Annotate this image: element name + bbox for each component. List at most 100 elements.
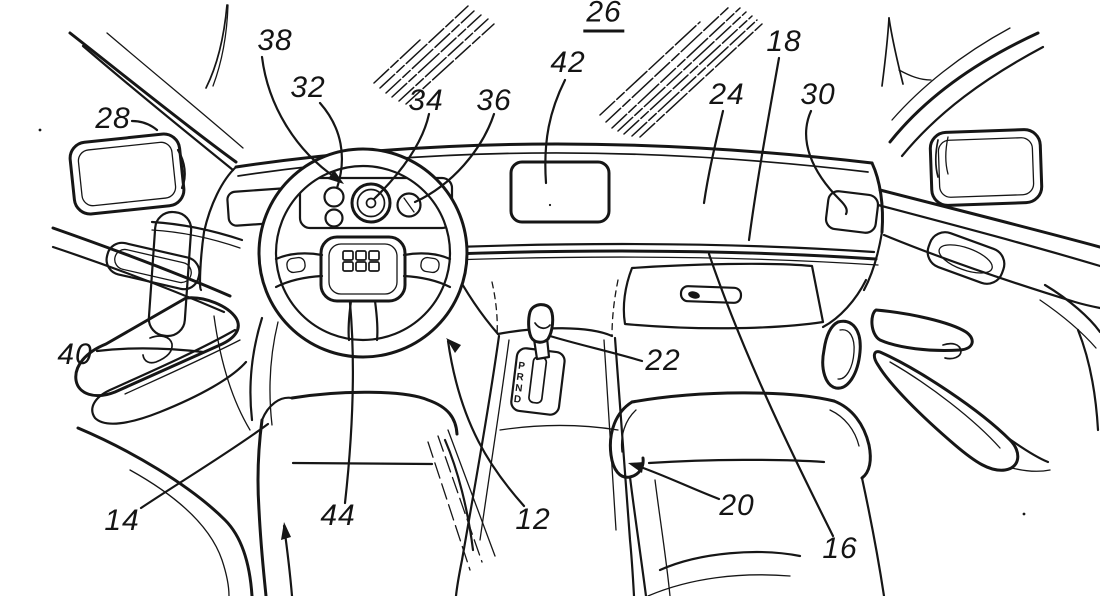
left-door-panel (51, 226, 248, 425)
hub-buttons (342, 250, 380, 272)
ink-speck (548, 203, 552, 207)
cluster-button-bottom (324, 208, 344, 228)
drawing-stroke (1011, 467, 1051, 472)
drawing-stroke (623, 15, 753, 135)
drawing-stroke (829, 409, 860, 447)
gear-letter-R: R (516, 372, 525, 384)
arrowhead-12 (446, 338, 461, 353)
drawing-stroke (365, 197, 377, 209)
ref-label-32: 32 (290, 71, 326, 104)
ink-speck (38, 128, 42, 132)
drawing-stroke (129, 469, 230, 596)
drawing-stroke (403, 197, 415, 213)
drawing-stroke (74, 296, 240, 397)
shifter-knob (527, 303, 555, 344)
glovebox-handle (679, 285, 743, 304)
leader-44 (343, 301, 355, 505)
drawing-stroke (290, 390, 459, 436)
drawing-stroke (77, 141, 177, 207)
right-dash-vent (824, 190, 880, 234)
right-door-armrest (870, 308, 1051, 472)
drawing-stroke (928, 128, 1044, 207)
gear-letter-N: N (514, 383, 523, 395)
ref-label-36: 36 (476, 84, 512, 117)
dashboard-trim-strip (150, 220, 879, 266)
leader-28 (130, 119, 159, 132)
drawing-stroke (274, 252, 324, 261)
wheel-rim-inner (274, 164, 452, 342)
drawing-stroke (379, 5, 469, 89)
ink-speck (1022, 512, 1026, 516)
leader-38 (260, 55, 338, 180)
drawing-stroke (259, 149, 467, 357)
ref-label-28: 28 (95, 102, 131, 135)
left-a-pillar (68, 4, 244, 172)
left-door-armrest (74, 296, 248, 425)
drawing-stroke (496, 327, 614, 338)
drawing-stroke (402, 252, 452, 261)
drawing-stroke (51, 245, 226, 314)
leader-18 (747, 56, 781, 242)
drawing-stroke (420, 256, 440, 274)
drawing-stroke (639, 23, 763, 138)
drawing-stroke (617, 11, 747, 132)
drawing-stroke (605, 5, 731, 123)
ref-label-26: 26 (583, 0, 625, 33)
drawing-stroke (256, 418, 268, 596)
drawing-stroke (1076, 328, 1100, 432)
leader-36 (413, 112, 496, 204)
drawing-stroke (876, 203, 1100, 268)
left-side-mirror (68, 132, 186, 216)
right-door-panel (821, 188, 1100, 472)
left-door-handle-recess (105, 241, 201, 291)
drawing-stroke (450, 249, 878, 261)
drawing-stroke (291, 461, 434, 466)
drawing-stroke (937, 137, 1035, 198)
dash-left-end-cap (147, 210, 193, 338)
drawing-stroke (385, 10, 475, 94)
drawing-stroke (449, 256, 879, 266)
center-console: PRND (454, 303, 636, 596)
right-a-pillar (881, 17, 1045, 158)
drawing-stroke (51, 226, 232, 298)
drawing-stroke (260, 396, 294, 422)
drawing-stroke (212, 4, 229, 87)
drawing-stroke (151, 229, 241, 249)
drawing-stroke (658, 550, 802, 572)
ref-label-34: 34 (408, 84, 444, 117)
drawing-stroke (872, 350, 1020, 472)
arrowhead-38 (328, 170, 344, 184)
gear-gate-letters: PRND (513, 361, 526, 406)
drawing-stroke (398, 18, 489, 102)
drawing-stroke (124, 339, 241, 395)
drawing-stroke (479, 339, 510, 541)
drawing-stroke (213, 315, 251, 431)
drawing-stroke (198, 165, 238, 292)
drawing-stroke (821, 278, 868, 329)
ref-label-18: 18 (766, 25, 802, 58)
drawing-stroke (599, 21, 701, 116)
drawing-stroke (620, 409, 637, 453)
drawing-stroke (355, 261, 367, 272)
drawing-stroke (654, 479, 671, 596)
drawing-stroke (647, 574, 791, 596)
drawing-stroke (832, 399, 872, 480)
leader-42 (544, 78, 567, 185)
ref-label-42: 42 (550, 46, 586, 79)
drawing-stroke (356, 188, 386, 218)
drawing-stroke (437, 435, 483, 563)
leader-30 (805, 109, 848, 216)
main-gauge (350, 182, 392, 224)
drawing-stroke (286, 256, 306, 274)
drawing-stroke (647, 458, 826, 465)
drawing-stroke (881, 17, 890, 87)
drawing-stroke (898, 69, 932, 81)
drawing-stroke (938, 244, 993, 274)
drawing-stroke (888, 17, 904, 85)
drawing-stroke (391, 14, 482, 98)
windshield-hatching (38, 5, 1026, 516)
leader-34 (372, 112, 431, 201)
wheel-rim-outer (257, 147, 469, 359)
ref-label-44: 44 (320, 499, 356, 532)
right-door-speaker (821, 319, 862, 390)
